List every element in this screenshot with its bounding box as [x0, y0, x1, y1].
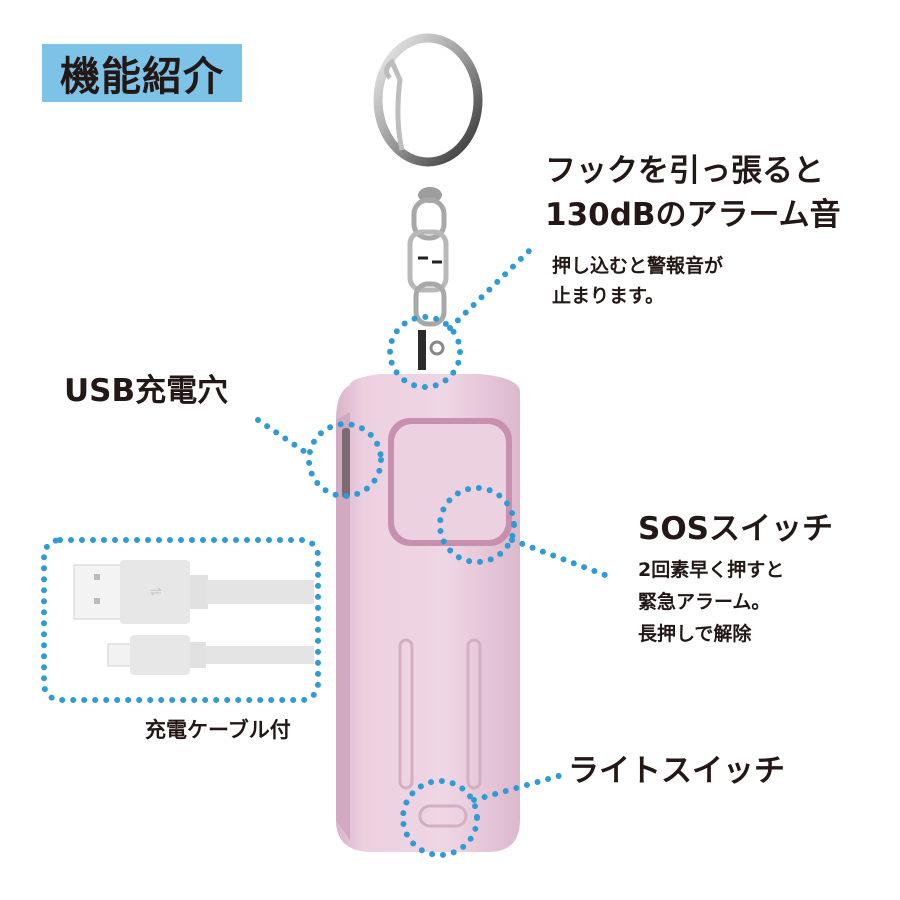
- cable-caption: 充電ケーブル付: [145, 718, 291, 742]
- carabiner-keyring-icon: [373, 33, 483, 370]
- svg-text:⇌: ⇌: [150, 584, 162, 600]
- personal-alarm-device: [336, 374, 520, 852]
- sos-callout-sub-1: 2回素早く押すと: [638, 559, 785, 581]
- light-callout-heading: ライトスイッチ: [568, 753, 785, 789]
- sos-callout-sub-3: 長押しで解除: [638, 623, 752, 645]
- usb-micro-cable-icon: ⇌: [73, 560, 314, 675]
- page-title: 機能紹介: [42, 44, 242, 102]
- sos-callout-heading: SOSスイッチ: [638, 511, 834, 547]
- usb-callout-heading: USB充電穴: [64, 373, 229, 409]
- hook-callout-heading-2: 130dBのアラーム音: [545, 197, 841, 233]
- sos-callout-sub-2: 緊急アラーム。: [638, 591, 771, 613]
- hook-callout-sub-1: 押し込むと警報音が: [552, 255, 724, 277]
- dotted-callout-lines: [41, 247, 608, 858]
- hook-callout-sub-2: 止まります。: [552, 285, 665, 307]
- hook-callout-heading-1: フックを引っ張ると: [545, 153, 824, 189]
